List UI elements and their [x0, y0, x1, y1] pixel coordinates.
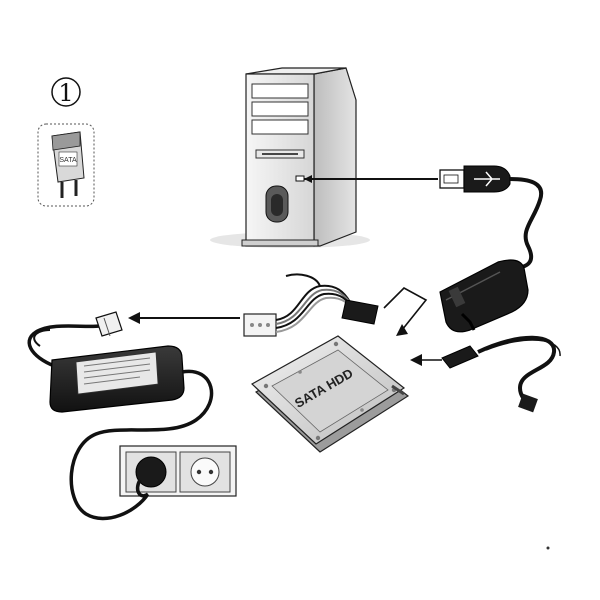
callout-frame — [37, 123, 95, 207]
power-path-arrow — [383, 287, 428, 336]
usb-adapter-icon — [439, 259, 529, 333]
usb-cable — [304, 165, 544, 270]
to-power-brick-arrow — [128, 312, 240, 324]
sata-connector-text: SATA — [59, 157, 77, 164]
molex-splitter-icon — [243, 273, 379, 337]
sata-path-arrow — [410, 354, 442, 366]
step-number: 1 — [58, 79, 73, 107]
step-callout: 1 SATA — [37, 77, 95, 207]
sata-data-cable-icon — [441, 335, 561, 413]
tower-pc-icon — [210, 67, 370, 248]
sata-connector-icon: SATA — [51, 131, 85, 198]
corner-dot — [546, 546, 550, 550]
wall-socket-icon — [119, 445, 237, 498]
hard-drive-icon: SATA HDD — [250, 335, 410, 453]
power-brick-icon — [27, 311, 214, 521]
step-number-circle — [51, 77, 81, 107]
usb-plug-icon — [439, 165, 511, 193]
